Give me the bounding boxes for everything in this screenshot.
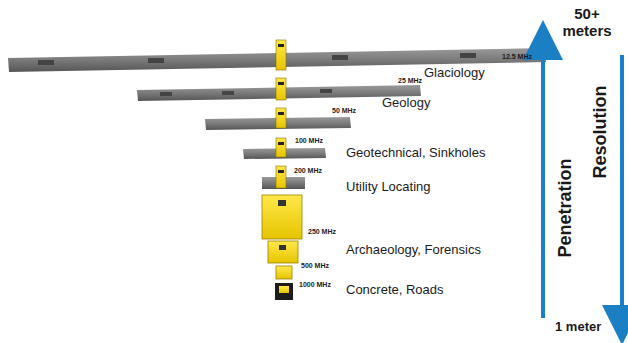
application-label: Glaciology: [424, 66, 485, 80]
frequency-label: 12.5 MHz: [502, 53, 532, 61]
axis-label: Penetration: [556, 158, 576, 257]
antenna-box: [262, 195, 302, 239]
resolution-arrow: [620, 55, 624, 325]
frequency-label: 1000 MHz: [299, 281, 331, 289]
application-label: Geotechnical, Sinkholes: [346, 146, 485, 160]
antenna-box: [275, 283, 293, 300]
application-label: Utility Locating: [346, 180, 431, 194]
axis-label: Resolution: [590, 85, 610, 178]
penetration-arrow: [541, 40, 545, 318]
frequency-label: 25 MHz: [398, 77, 422, 85]
frequency-label: 200 MHz: [294, 167, 322, 175]
frequency-label: 50 MHz: [332, 107, 356, 115]
control-unit: [276, 40, 286, 188]
application-label: Archaeology, Forensics: [346, 243, 481, 257]
range-max: 50+ meters: [552, 6, 622, 39]
application-label: Geology: [382, 96, 430, 110]
range-min: 1 meter: [555, 320, 601, 334]
frequency-label: 250 MHz: [308, 228, 336, 236]
antenna-box: [268, 241, 298, 263]
frequency-label: 500 MHz: [301, 262, 329, 270]
application-label: Concrete, Roads: [346, 283, 444, 297]
frequency-label: 100 MHz: [295, 137, 323, 145]
antenna-box: [276, 266, 292, 279]
